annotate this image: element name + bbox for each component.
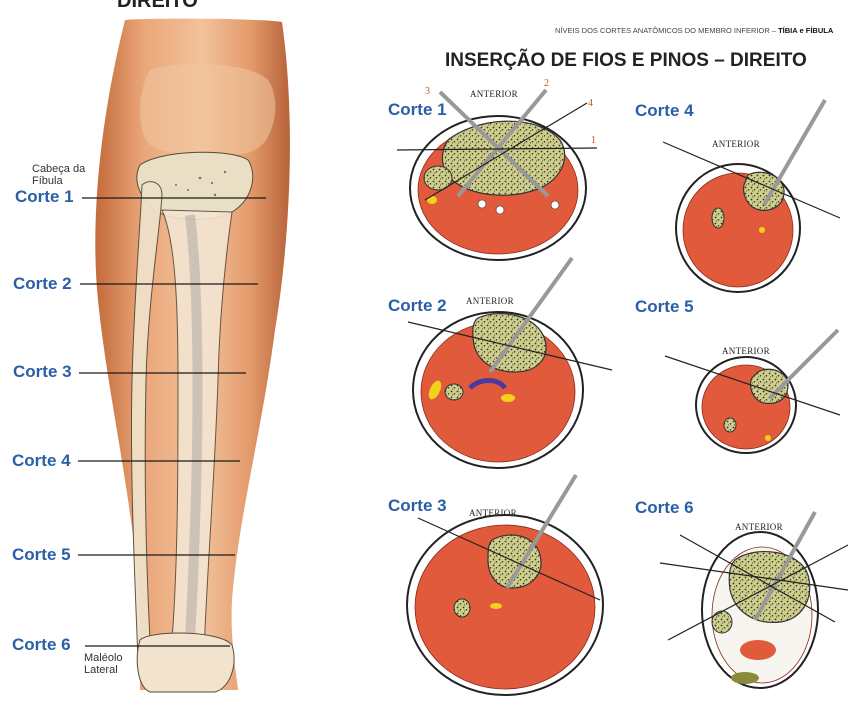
anterior-label-corte-5: ANTERIOR [722, 346, 770, 356]
figure-subtitle: NÍVEIS DOS CORTES ANATÔMICOS DO MEMBRO I… [555, 26, 833, 35]
pin-number-3: 3 [425, 86, 430, 97]
pin-number-4: 4 [588, 98, 593, 109]
section-corte-6 [660, 512, 848, 688]
anterior-label-corte-3: ANTERIOR [469, 508, 517, 518]
section-label-corte-3: Corte 3 [388, 496, 447, 516]
leg-illustration [95, 19, 290, 692]
section-label-corte-6: Corte 6 [635, 498, 694, 518]
anterior-label-corte-1: ANTERIOR [470, 89, 518, 99]
leg-level-corte-1: Corte 1 [15, 187, 74, 207]
malleolus-label: Maléolo Lateral [84, 652, 123, 676]
leg-level-corte-3: Corte 3 [13, 362, 72, 382]
anterior-label-corte-6: ANTERIOR [735, 522, 783, 532]
section-label-corte-1: Corte 1 [388, 100, 447, 120]
anterior-label-corte-4: ANTERIOR [712, 139, 760, 149]
section-corte-4 [663, 100, 840, 292]
section-corte-2 [408, 258, 612, 468]
section-label-corte-2: Corte 2 [388, 296, 447, 316]
section-label-corte-4: Corte 4 [635, 101, 694, 121]
subtitle-bold: TÍBIA e FÍBULA [778, 26, 833, 35]
figure-title: INSERÇÃO DE FIOS E PINOS – DIREITO [445, 50, 807, 72]
leg-level-corte-4: Corte 4 [12, 451, 71, 471]
section-label-corte-5: Corte 5 [635, 297, 694, 317]
pin-number-2: 2 [544, 78, 549, 89]
leg-level-corte-2: Corte 2 [13, 274, 72, 294]
top-cut-title: DIREITO [117, 0, 198, 13]
leg-level-corte-5: Corte 5 [12, 545, 71, 565]
leg-level-corte-6: Corte 6 [12, 635, 71, 655]
ankle-bones [137, 633, 234, 692]
anterior-label-corte-2: ANTERIOR [466, 296, 514, 306]
pin-number-1: 1 [591, 135, 596, 146]
subtitle-prefix: NÍVEIS DOS CORTES ANATÔMICOS DO MEMBRO I… [555, 26, 778, 35]
fibula-head-label: Cabeça da Fíbula [32, 163, 85, 187]
femur-bone [140, 64, 275, 156]
